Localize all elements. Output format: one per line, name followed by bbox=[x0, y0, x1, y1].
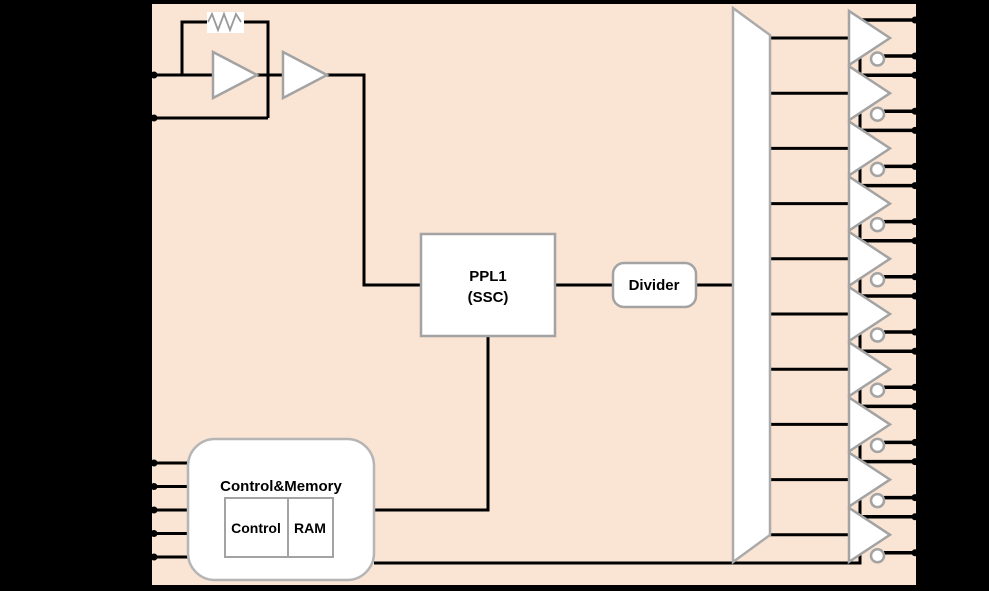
output-pin-dot bbox=[911, 273, 919, 281]
control-memory-block: Control&Memory Control RAM bbox=[186, 437, 376, 582]
output-buffer-icon bbox=[847, 395, 893, 454]
cm-input-wires-layer bbox=[150, 459, 189, 561]
output-pin-dot bbox=[911, 162, 919, 170]
cm-to-pll-wire bbox=[374, 336, 490, 512]
control-input-pin-dot bbox=[150, 530, 158, 537]
output-pin-dot bbox=[911, 292, 919, 300]
output-pin-dot bbox=[911, 126, 919, 134]
output-pin-dot bbox=[911, 237, 919, 245]
output-pin-dot bbox=[911, 182, 919, 190]
pll-box bbox=[419, 232, 557, 338]
feedback-loop-right-wire bbox=[244, 20, 270, 118]
divider-label: Divider bbox=[629, 277, 680, 294]
output-buffer-icon bbox=[847, 505, 893, 565]
inverter-bubble-icon bbox=[869, 548, 886, 564]
oscillator-buffer-icon bbox=[281, 49, 330, 101]
oscillator-amp-icon bbox=[211, 49, 260, 101]
feedback-loop-left-wire bbox=[180, 20, 207, 75]
output-pin-dot bbox=[911, 402, 919, 410]
pll-label-line1: PPL1 bbox=[469, 268, 507, 285]
output-buffer-icon bbox=[847, 63, 893, 123]
control-input-pin-dot bbox=[150, 553, 158, 561]
xout-pin-dot bbox=[150, 114, 158, 122]
inverter-bubble-icon bbox=[869, 272, 886, 288]
output-pin-dot bbox=[911, 458, 919, 466]
control-input-pin-dot bbox=[150, 483, 158, 490]
inverter-bubble-icon bbox=[869, 327, 886, 343]
control-subblock-label: Control bbox=[231, 520, 281, 536]
ram-subblock bbox=[287, 497, 334, 558]
inverter-bubble-icon bbox=[869, 382, 886, 398]
output-buffer-icon bbox=[847, 119, 893, 178]
output-buffer-icon bbox=[847, 339, 893, 399]
divider-box bbox=[611, 261, 698, 309]
resistor-icon bbox=[207, 11, 242, 33]
output-pin-dot bbox=[911, 218, 919, 226]
output-buffer-icon bbox=[847, 450, 893, 509]
output-pin-dot bbox=[911, 513, 919, 521]
output-pin-dot bbox=[911, 16, 919, 24]
pll-label-line2: (SSC) bbox=[468, 289, 509, 306]
output-buffers-layer bbox=[847, 8, 919, 565]
output-pin-dot bbox=[911, 438, 919, 446]
oscillator-cell bbox=[150, 11, 330, 122]
control-input-pin-dot bbox=[150, 506, 158, 514]
output-pin-dot bbox=[911, 52, 919, 60]
inverter-bubble-icon bbox=[869, 492, 886, 509]
output-buffer-icon bbox=[847, 8, 893, 68]
output-pin-dot bbox=[911, 107, 919, 115]
xin-pin-dot bbox=[150, 71, 158, 79]
output-pin-dot bbox=[911, 383, 919, 391]
output-pin-dot bbox=[911, 549, 919, 557]
pll-block: PPL1 (SSC) bbox=[419, 232, 557, 338]
output-pin-dot bbox=[911, 347, 919, 355]
fanout-mux-shape bbox=[731, 5, 772, 565]
inverter-bubble-icon bbox=[869, 437, 886, 454]
output-buffer-icon bbox=[847, 174, 893, 233]
inverter-bubble-icon bbox=[869, 51, 886, 67]
output-pin-dot bbox=[911, 71, 919, 79]
inverter-bubble-icon bbox=[869, 106, 886, 122]
output-buffer-icon bbox=[847, 284, 893, 344]
ram-subblock-label: RAM bbox=[294, 520, 326, 536]
output-pin-dot bbox=[911, 494, 919, 502]
output-pin-dot bbox=[911, 328, 919, 336]
control-memory-title: Control&Memory bbox=[220, 478, 342, 495]
control-input-pin-dot bbox=[150, 459, 158, 467]
inverter-bubble-icon bbox=[869, 216, 886, 233]
output-buffer-icon bbox=[847, 229, 893, 289]
divider-block: Divider bbox=[611, 261, 698, 309]
inverter-bubble-icon bbox=[869, 161, 886, 178]
